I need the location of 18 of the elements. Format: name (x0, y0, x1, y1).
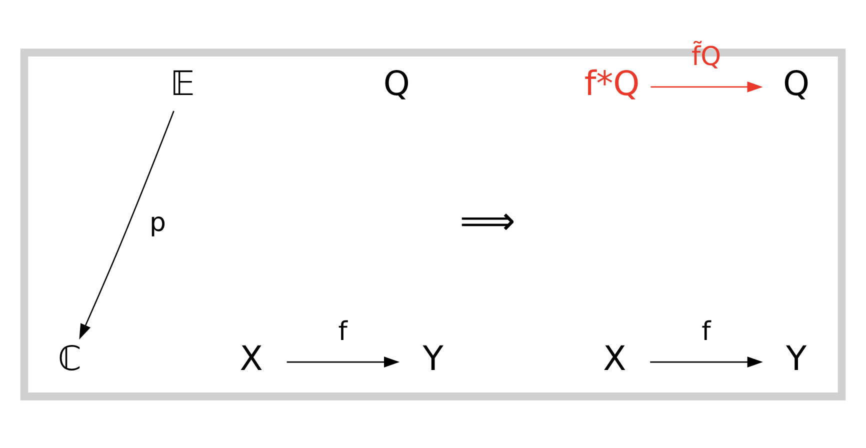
node-text: X (603, 338, 626, 378)
edge-label: f (338, 316, 348, 346)
node-text: Y (786, 338, 807, 378)
node-text: X (240, 338, 263, 378)
node-text: Q (383, 64, 410, 103)
arrow (650, 356, 763, 367)
edge-label: f (702, 316, 711, 346)
arrow (79, 110, 174, 340)
node-text: Y (422, 338, 444, 378)
node-text: ℂ (58, 338, 82, 378)
arrow (286, 356, 400, 367)
arrow (650, 81, 763, 92)
edge-label: f̃Q (692, 41, 722, 72)
node-text: 𝔼 (170, 64, 195, 103)
edge-label: p (149, 207, 166, 238)
node-text: Q (783, 64, 810, 103)
label: ⟹ (460, 198, 516, 244)
node-text: f*Q (584, 64, 640, 103)
